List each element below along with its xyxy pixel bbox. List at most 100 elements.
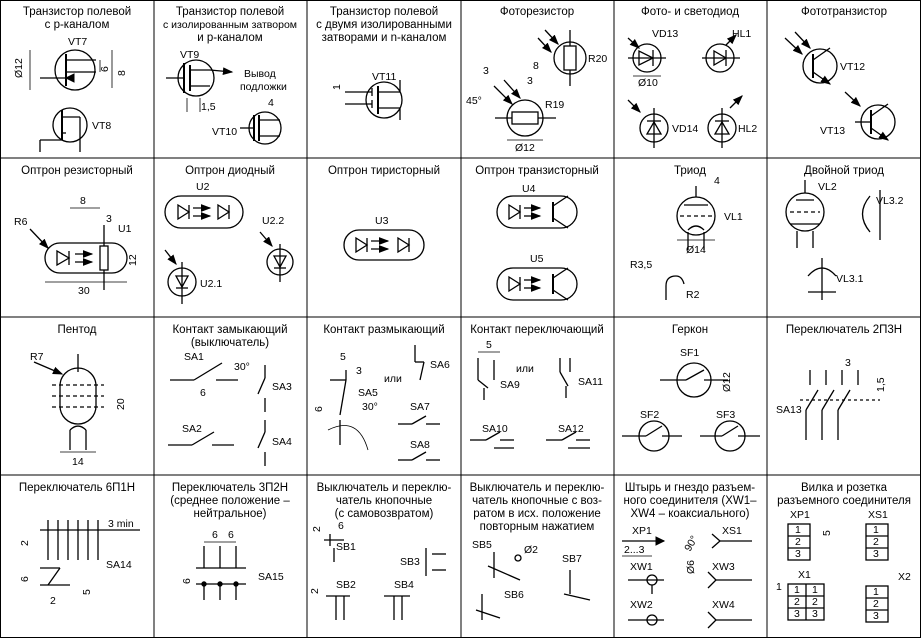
title-c21-l1: Выключатель и переклю- xyxy=(317,482,452,494)
c15-label-sa6: SA6 xyxy=(430,359,450,371)
title-c18: Переключатель 2П3Н xyxy=(786,324,902,336)
symbol-photoresistor: R20 R19 3 8 3 45° Ø12 xyxy=(466,29,607,154)
c7-dim-12: 12 xyxy=(127,254,139,266)
c5-label-vd14: VD14 xyxy=(672,123,698,135)
c15-angle-30: 30° xyxy=(362,401,378,413)
c24-pin-3b: 3 xyxy=(873,548,879,560)
title-c21-l3: (с самовозвратом) xyxy=(335,508,434,520)
title-c10: Оптрон транзисторный xyxy=(475,165,599,177)
c2-label-vt10: VT10 xyxy=(212,126,237,138)
title-c23-l3: XW4 – коаксиального) xyxy=(630,508,749,520)
c18-dim-15: 1,5 xyxy=(875,377,887,392)
c11-label-r35: R3,5 xyxy=(630,259,652,271)
title-c12: Двойной триод xyxy=(804,165,884,177)
symbol-optocoupler-resistor: R6 U1 8 3 12 30 xyxy=(14,195,139,297)
c4-dim-8: 8 xyxy=(533,60,539,72)
c4-dim-d12: Ø12 xyxy=(515,142,535,154)
symbol-phototransistor: VT12 VT13 xyxy=(784,31,896,141)
c24-x1-3a: 3 xyxy=(794,608,800,620)
title-c3-l3: затворами и n-каналом xyxy=(322,32,447,44)
c14-label-sa3: SA3 xyxy=(272,381,292,393)
c2-dim-15: 1,5 xyxy=(201,101,216,113)
title-c7: Оптрон резисторный xyxy=(21,165,133,177)
title-c22-l1: Выключатель и переклю- xyxy=(470,482,605,494)
symbol-double-triode: VL2 VL3.2 VL3.1 xyxy=(785,180,904,300)
c21-dim-2a: 2 xyxy=(311,526,323,532)
c23-dim-2-3: 2...3 xyxy=(624,544,645,556)
c11-dim-d14: Ø14 xyxy=(686,244,706,256)
c5-label-hl2: HL2 xyxy=(738,123,757,135)
c2-note-2: подложки xyxy=(240,81,287,93)
title-c2-l3: и p-каналом xyxy=(197,32,263,44)
c24-x1-2a: 2 xyxy=(794,596,800,608)
symbol-switch-3p2n: 6 6 SA15 6 xyxy=(181,529,284,600)
c24-pin-1b: 1 xyxy=(873,524,879,536)
c21-label-sb2: SB2 xyxy=(336,579,356,591)
c22-label-sb7: SB7 xyxy=(562,553,582,565)
title-c19: Переключатель 6П1Н xyxy=(19,482,135,494)
c16-label-sa9: SA9 xyxy=(500,379,520,391)
c7-dim-8: 8 xyxy=(80,195,86,207)
c19-label-sa14: SA14 xyxy=(106,559,132,571)
c17-label-sf2: SF2 xyxy=(640,409,659,421)
c4-label-r19: R19 xyxy=(545,99,564,111)
symbol-plug-socket: XP1 5 1 2 3 XS1 1 2 3 X1 1 1 1 2 2 3 3 X… xyxy=(776,509,911,623)
c12-label-vl2: VL2 xyxy=(818,181,837,193)
c6-label-vt12: VT12 xyxy=(840,61,865,73)
c19-dim-2a: 2 xyxy=(19,540,31,546)
title-c24-l1: Вилка и розетка xyxy=(801,482,888,494)
symbol-switch-6p1n: 3 min 2 6 SA14 5 2 xyxy=(19,518,140,607)
title-c5: Фото- и светодиод xyxy=(641,6,739,18)
c24-label-x1: X1 xyxy=(798,569,811,581)
c21-label-sb1: SB1 xyxy=(336,541,356,553)
c1-label-vt8: VT8 xyxy=(92,120,111,132)
c24-pin-1a: 1 xyxy=(795,524,801,536)
c22-label-sb5: SB5 xyxy=(472,539,492,551)
c14-label-sa4: SA4 xyxy=(272,436,292,448)
c11-dim-4: 4 xyxy=(714,175,720,187)
c24-label-x1-pin: 1 xyxy=(776,581,782,593)
c13-dim-20: 20 xyxy=(115,398,127,410)
c24-x1-1b: 1 xyxy=(812,584,818,596)
c20-label-sa15: SA15 xyxy=(258,571,284,583)
c22-label-sb6: SB6 xyxy=(504,589,524,601)
c18-dim-3: 3 xyxy=(845,357,851,369)
c12-label-vl32: VL3.2 xyxy=(876,195,904,207)
c24-label-xs1: XS1 xyxy=(868,509,888,521)
c20-dim-6c: 6 xyxy=(181,578,193,584)
title-c2-l1: Транзистор полевой xyxy=(176,6,284,18)
c2-dim-4: 4 xyxy=(268,97,274,109)
c15-label-sa8: SA8 xyxy=(410,439,430,451)
c10-label-u4: U4 xyxy=(522,183,536,195)
c22-dim-d2: Ø2 xyxy=(524,544,538,556)
c23-dim-d6: Ø6 xyxy=(685,560,697,574)
symbol-fet-p-channel: VT7 Ø12 6 8 VT8 xyxy=(13,36,128,152)
c14-label-sa2: SA2 xyxy=(182,423,202,435)
symbol-fet-dual-gate: VT11 1 xyxy=(331,71,403,120)
title-c17: Геркон xyxy=(672,324,708,336)
symbol-mosfet-p: VT9 Вывод подложки 1,5 4 VT10 xyxy=(166,49,287,145)
title-c6: Фототранзистор xyxy=(801,6,887,18)
c4-label-r20: R20 xyxy=(588,53,607,65)
title-c14-l2: (выключатель) xyxy=(191,337,269,349)
c24-x2-3: 3 xyxy=(873,610,879,622)
c21-label-sb3: SB3 xyxy=(400,556,420,568)
title-c11: Триод xyxy=(674,165,706,177)
c24-pin-3a: 3 xyxy=(795,548,801,560)
c14-dim-6: 6 xyxy=(200,387,206,399)
title-c3-l2: с двумя изолированными xyxy=(316,19,452,31)
title-c9: Оптрон тиристорный xyxy=(328,165,440,177)
c15-dim-5: 5 xyxy=(340,351,346,363)
title-c23-l2: ного соединителя (XW1– xyxy=(623,495,757,507)
c16-label-sa11: SA11 xyxy=(578,376,603,388)
c16-label-sa10: SA10 xyxy=(482,423,508,435)
c1-label-vt7: VT7 xyxy=(68,36,87,48)
c15-label-sa7: SA7 xyxy=(410,401,430,413)
c17-label-sf1: SF1 xyxy=(680,347,699,359)
c18-label-sa13: SA13 xyxy=(776,404,802,416)
c2-note-1: Вывод xyxy=(244,68,276,80)
c2-label-vt9: VT9 xyxy=(180,49,199,61)
c5-label-vd13: VD13 xyxy=(652,28,678,40)
